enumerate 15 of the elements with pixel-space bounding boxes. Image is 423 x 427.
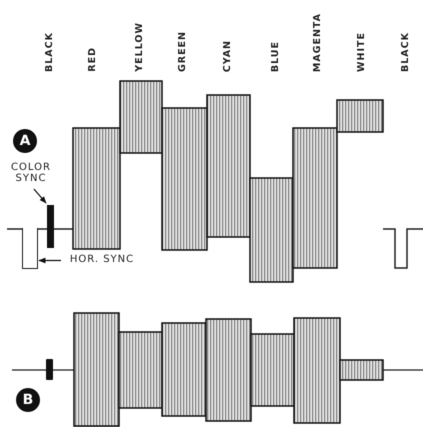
color-bar-label: BLACK — [401, 32, 411, 72]
sync-pulse — [22, 228, 38, 269]
callout-text: HOR. SYNC — [63, 254, 141, 267]
waveform-marker: B — [16, 388, 40, 412]
color-bar-label: GREEN — [178, 31, 188, 72]
color-bar-label: BLACK — [45, 32, 55, 72]
color-burst-bar — [47, 205, 54, 248]
color-bar-label: RED — [88, 47, 98, 72]
color-bar-label: CYAN — [223, 40, 233, 72]
color-bar-label: BLUE — [271, 41, 281, 72]
callout-text: COLOR SYNC — [2, 162, 60, 186]
color-bar-label: MAGENTA — [313, 13, 323, 72]
color-bar-label: WHITE — [357, 32, 367, 72]
waveform-marker: A — [13, 129, 37, 153]
color-bar-label: YELLOW — [135, 22, 145, 72]
